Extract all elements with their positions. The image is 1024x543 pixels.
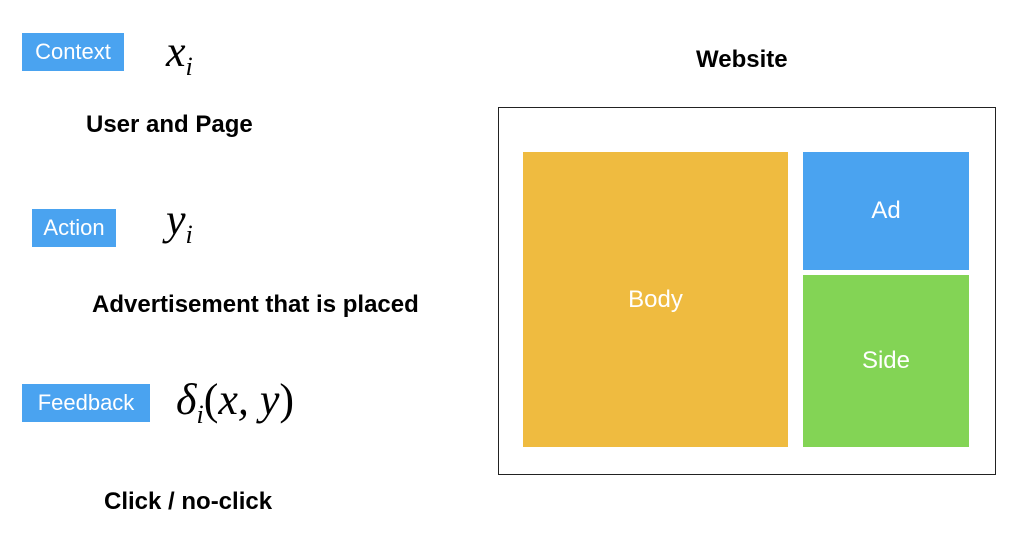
body-region: Body [523,152,788,447]
feedback-function: δi(x, y) [176,375,295,428]
website-frame: Body Ad Side [498,107,996,475]
action-tag-label: Action [43,215,105,240]
side-label: Side [861,347,911,374]
feedback-open-paren: ( [203,375,219,424]
feedback-close-paren: ) [279,375,295,424]
ad-label: Ad [871,197,901,224]
side-region: Side [803,275,969,447]
action-tag: Action [32,209,116,247]
context-tag: Context [22,33,124,71]
context-description: User and Page [86,111,253,138]
action-variable-symbol: y [166,195,186,244]
website-title: Website [696,46,788,73]
feedback-function-args: x, y [218,375,280,424]
feedback-function-symbol: δ [176,375,197,424]
body-label: Body [628,285,683,313]
feedback-tag-label: Feedback [37,390,135,415]
context-variable-subscript: i [185,52,193,82]
context-tag-label: Context [35,39,111,64]
action-variable-subscript: i [185,220,193,250]
context-variable-symbol: x [166,27,186,76]
feedback-function-subscript: i [196,400,204,430]
feedback-description: Click / no-click [104,488,273,515]
ad-region: Ad [803,152,969,270]
action-description: Advertisement that is placed [92,291,419,318]
context-variable: xi [166,27,193,80]
feedback-tag: Feedback [22,384,150,422]
action-variable: yi [166,195,193,248]
